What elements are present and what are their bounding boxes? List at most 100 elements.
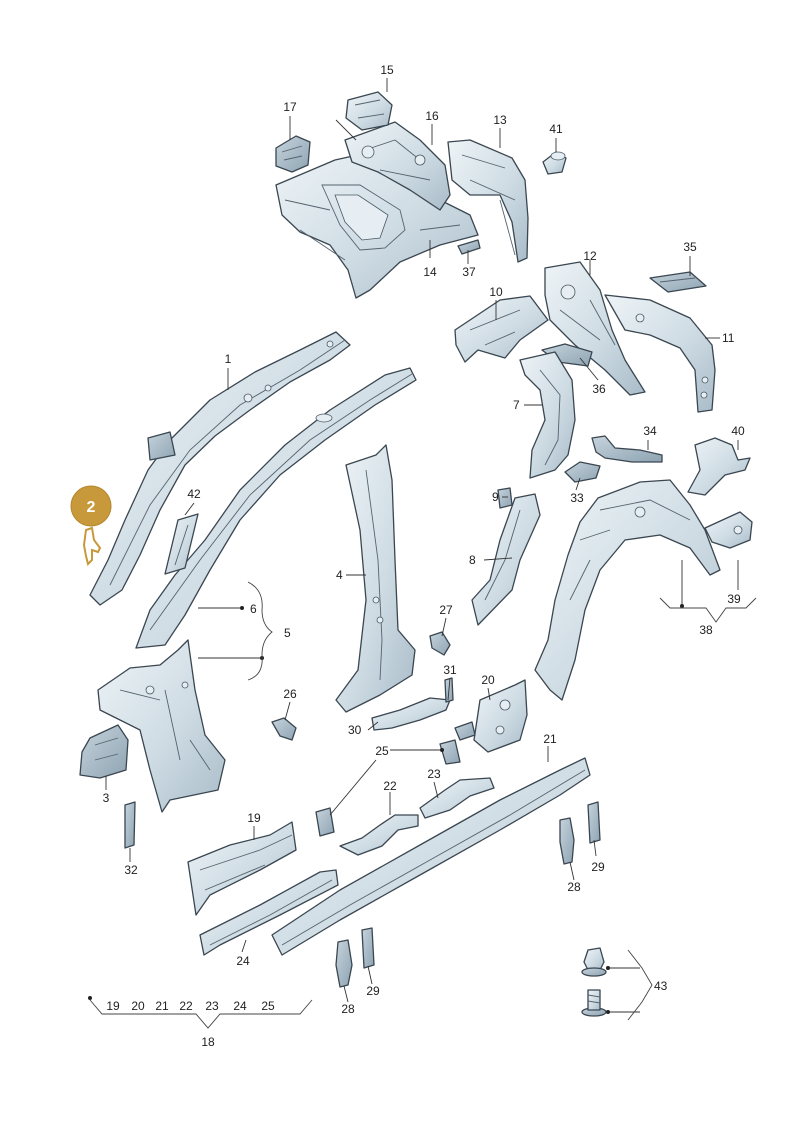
leader-lines: [88, 78, 757, 1029]
part-28-bracket-right: [559, 817, 575, 865]
group-18-item[interactable]: 21: [155, 999, 169, 1013]
callout-36[interactable]: 36: [592, 382, 606, 396]
callout-19[interactable]: 19: [247, 811, 261, 825]
part-43-fastener-nut: [581, 947, 607, 977]
callout-30[interactable]: 30: [348, 723, 362, 737]
part-25-clip-right: [439, 739, 461, 765]
callout-6[interactable]: 6: [250, 602, 257, 616]
part-41-plug: [542, 151, 567, 175]
callout-34[interactable]: 34: [643, 424, 657, 438]
part-13-wheelhouse-outer: [447, 139, 529, 263]
callout-23[interactable]: 23: [427, 767, 441, 781]
part-29-bracket-right: [587, 801, 601, 844]
part-43-fastener-bolt: [581, 989, 607, 1017]
callout-1[interactable]: 1: [225, 352, 232, 366]
callout-39[interactable]: 39: [727, 592, 741, 606]
part-10-bracket: [454, 295, 549, 363]
part-23-bracket: [419, 777, 495, 819]
callout-25[interactable]: 25: [375, 744, 389, 758]
callout-7[interactable]: 7: [513, 398, 520, 412]
callout-41[interactable]: 41: [549, 122, 563, 136]
callout-38[interactable]: 38: [699, 623, 713, 637]
group-18-item[interactable]: 19: [106, 999, 120, 1013]
part-42-bracket: [164, 513, 199, 575]
callout-42[interactable]: 42: [187, 487, 201, 501]
part-2-highlighted-bolt: [82, 526, 102, 566]
part-3-bracket: [79, 724, 129, 779]
callout-28-left[interactable]: 28: [341, 1002, 355, 1016]
callout-28-right[interactable]: 28: [567, 880, 581, 894]
part-20-bracket: [454, 679, 528, 753]
callout-4[interactable]: 4: [336, 568, 343, 582]
group-18-item[interactable]: 22: [179, 999, 193, 1013]
part-34-bracket: [591, 435, 663, 463]
part-27-clip: [429, 631, 451, 656]
part-37-clip: [457, 239, 481, 255]
part-7-pillar: [519, 351, 576, 479]
group-18-item[interactable]: 25: [261, 999, 275, 1013]
part-21-sill-panel: [271, 757, 591, 956]
group-18-item[interactable]: 24: [233, 999, 247, 1013]
callout-27[interactable]: 27: [439, 603, 453, 617]
callout-20[interactable]: 20: [481, 673, 495, 687]
part-11-wheel-arch-reinforcement: [604, 294, 716, 413]
part-29-bracket-left: [361, 927, 375, 969]
callout-14[interactable]: 14: [423, 265, 437, 279]
part-19-sill-inner: [187, 821, 297, 916]
callout-9[interactable]: 9: [492, 490, 499, 504]
part-4-b-pillar: [335, 444, 416, 713]
part-32-bracket: [124, 801, 136, 849]
part-35-bracket: [649, 271, 707, 293]
part-33-bracket: [564, 461, 601, 483]
highlight-badge[interactable]: 2: [70, 485, 112, 527]
callout-21[interactable]: 21: [543, 732, 557, 746]
callout-5[interactable]: 5: [284, 626, 291, 640]
part-16-inner-panel: [344, 121, 451, 211]
callout-29-right[interactable]: 29: [591, 860, 605, 874]
callout-3[interactable]: 3: [103, 791, 110, 805]
callout-8[interactable]: 8: [469, 553, 476, 567]
callout-35[interactable]: 35: [683, 240, 697, 254]
part-24-sill-reinforcement: [199, 869, 339, 956]
callout-12[interactable]: 12: [583, 249, 597, 263]
callout-10[interactable]: 10: [489, 285, 503, 299]
part-9-clip: [497, 487, 513, 509]
part-26-clip: [271, 717, 297, 741]
highlight-badge-label: 2: [87, 499, 96, 516]
part-25-clip-left: [315, 807, 335, 837]
callout-24[interactable]: 24: [236, 954, 250, 968]
part-12-panel: [544, 261, 646, 396]
callout-29-left[interactable]: 29: [366, 984, 380, 998]
callout-17[interactable]: 17: [283, 100, 297, 114]
callout-43[interactable]: 43: [654, 979, 668, 993]
callout-16[interactable]: 16: [425, 109, 439, 123]
callout-15[interactable]: 15: [380, 63, 394, 77]
callout-40[interactable]: 40: [731, 424, 745, 438]
callout-26[interactable]: 26: [283, 687, 297, 701]
part-39-bracket: [704, 511, 753, 549]
callout-18[interactable]: 18: [201, 1035, 215, 1049]
part-1-roof-rail: [89, 331, 351, 606]
group-18-item[interactable]: 20: [131, 999, 145, 1013]
part-30-bracket: [371, 697, 451, 731]
callout-32[interactable]: 32: [124, 863, 138, 877]
callout-37[interactable]: 37: [462, 265, 476, 279]
part-38-wheel-arch-outer: [534, 479, 721, 701]
callout-11[interactable]: 11: [722, 331, 735, 345]
part-6-roof-frame-side: [135, 367, 417, 649]
part-5-a-pillar-lower: [97, 639, 226, 813]
callout-33[interactable]: 33: [570, 491, 584, 505]
callout-labels: 15 17 16 13 41 14 37 35 12 10 11 36 1 7 …: [103, 63, 745, 1049]
part-8-pillar-reinforcement: [471, 493, 541, 626]
part-40-trim: [687, 437, 751, 496]
callout-22[interactable]: 22: [383, 779, 397, 793]
group-18-item-list: 19 20 21 22 23 24 25: [106, 999, 275, 1013]
part-22-bracket: [339, 814, 419, 856]
callout-13[interactable]: 13: [493, 113, 507, 127]
part-28-bracket-left: [335, 939, 353, 988]
group-18-item[interactable]: 23: [205, 999, 219, 1013]
callout-31[interactable]: 31: [443, 663, 457, 677]
part-15-bracket: [335, 91, 393, 141]
part-17-mount: [275, 135, 311, 173]
